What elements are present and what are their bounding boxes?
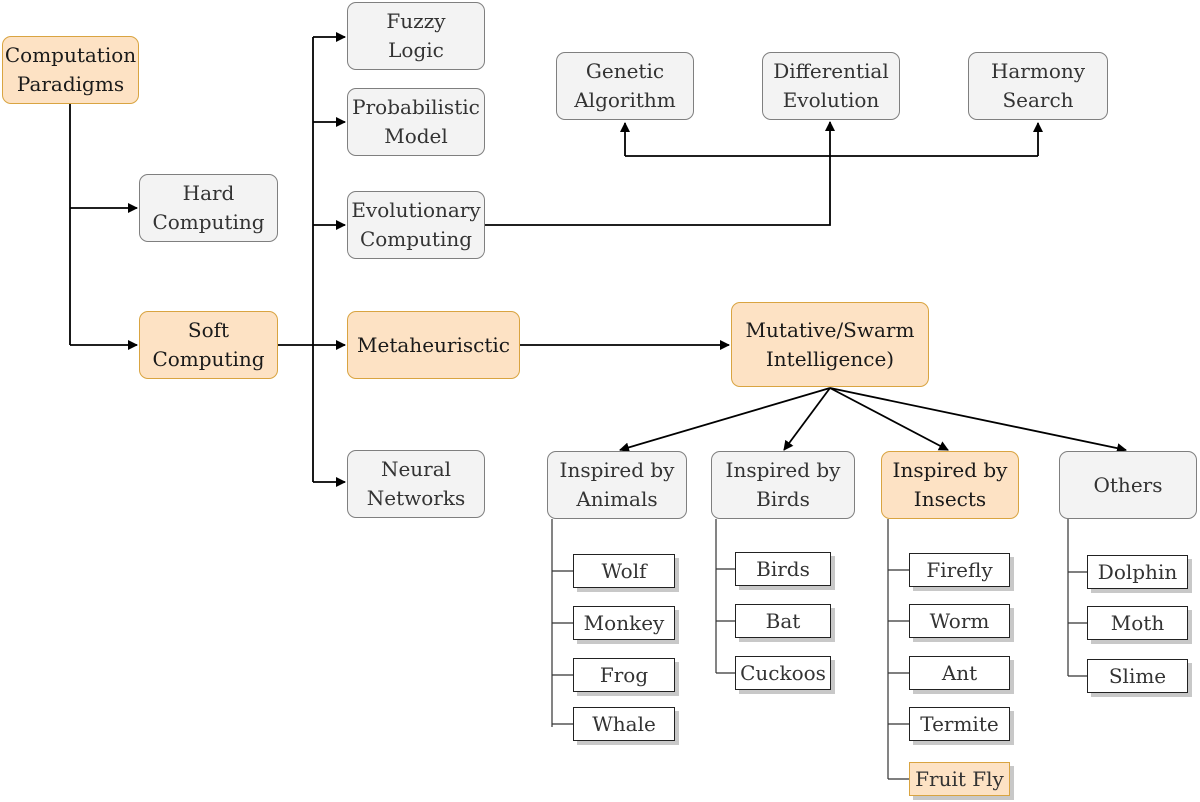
tree-birds (715, 519, 735, 674)
hard-computing-node: Hard Computing (139, 174, 278, 242)
fuzzy-logic-node: Fuzzy Logic (347, 2, 485, 70)
inspired-by-animals-node: Inspired by Animals (547, 451, 687, 519)
soft-computing-node: Soft Computing (139, 311, 278, 379)
edge-to-inspired-insects (829, 387, 949, 451)
edge-evolutionary-to-bus (485, 121, 835, 226)
leaf-moth: Moth (1087, 606, 1188, 640)
leaf-whale: Whale (573, 707, 675, 741)
leaf-wolf: Wolf (573, 554, 675, 588)
leaf-cuckoos: Cuckoos (735, 656, 831, 690)
computation-paradigms-node: Computation Paradigms (2, 36, 139, 104)
leaf-slime: Slime (1087, 659, 1188, 693)
leaf-worm: Worm (909, 604, 1010, 638)
leaf-monkey: Monkey (573, 606, 675, 640)
probabilistic-model-node: Probabilistic Model (347, 88, 485, 156)
differential-evolution-node: Differential Evolution (762, 52, 900, 120)
leaf-dolphin: Dolphin (1087, 555, 1188, 589)
evolutionary-computing-node: Evolutionary Computing (347, 191, 485, 259)
neural-networks-node: Neural Networks (347, 450, 485, 518)
inspired-by-birds-node: Inspired by Birds (711, 451, 855, 519)
edge-to-inspired-animals (619, 387, 831, 453)
genetic-algorithm-node: Genetic Algorithm (556, 52, 694, 120)
edge-to-others (829, 387, 1127, 454)
tree-animals (551, 519, 573, 727)
leaf-firefly: Firefly (909, 553, 1010, 587)
metaheuristic-node: Metaheurisctic (347, 311, 520, 379)
harmony-search-node: Harmony Search (968, 52, 1108, 120)
leaf-bat: Bat (735, 604, 831, 638)
inspired-by-insects-node: Inspired by Insects (881, 451, 1019, 519)
edge-to-inspired-birds (783, 387, 831, 451)
swarm-intelligence-node: Mutative/Swarm Intelligence) (731, 302, 929, 387)
leaf-birds: Birds (735, 552, 831, 586)
tree-insects (887, 519, 909, 780)
others-node: Others (1059, 451, 1197, 519)
leaf-frog: Frog (573, 658, 675, 692)
tree-others (1067, 519, 1087, 677)
leaf-ant: Ant (909, 656, 1010, 690)
leaf-termite: Termite (909, 707, 1010, 741)
leaf-fruit-fly: Fruit Fly (909, 762, 1010, 796)
